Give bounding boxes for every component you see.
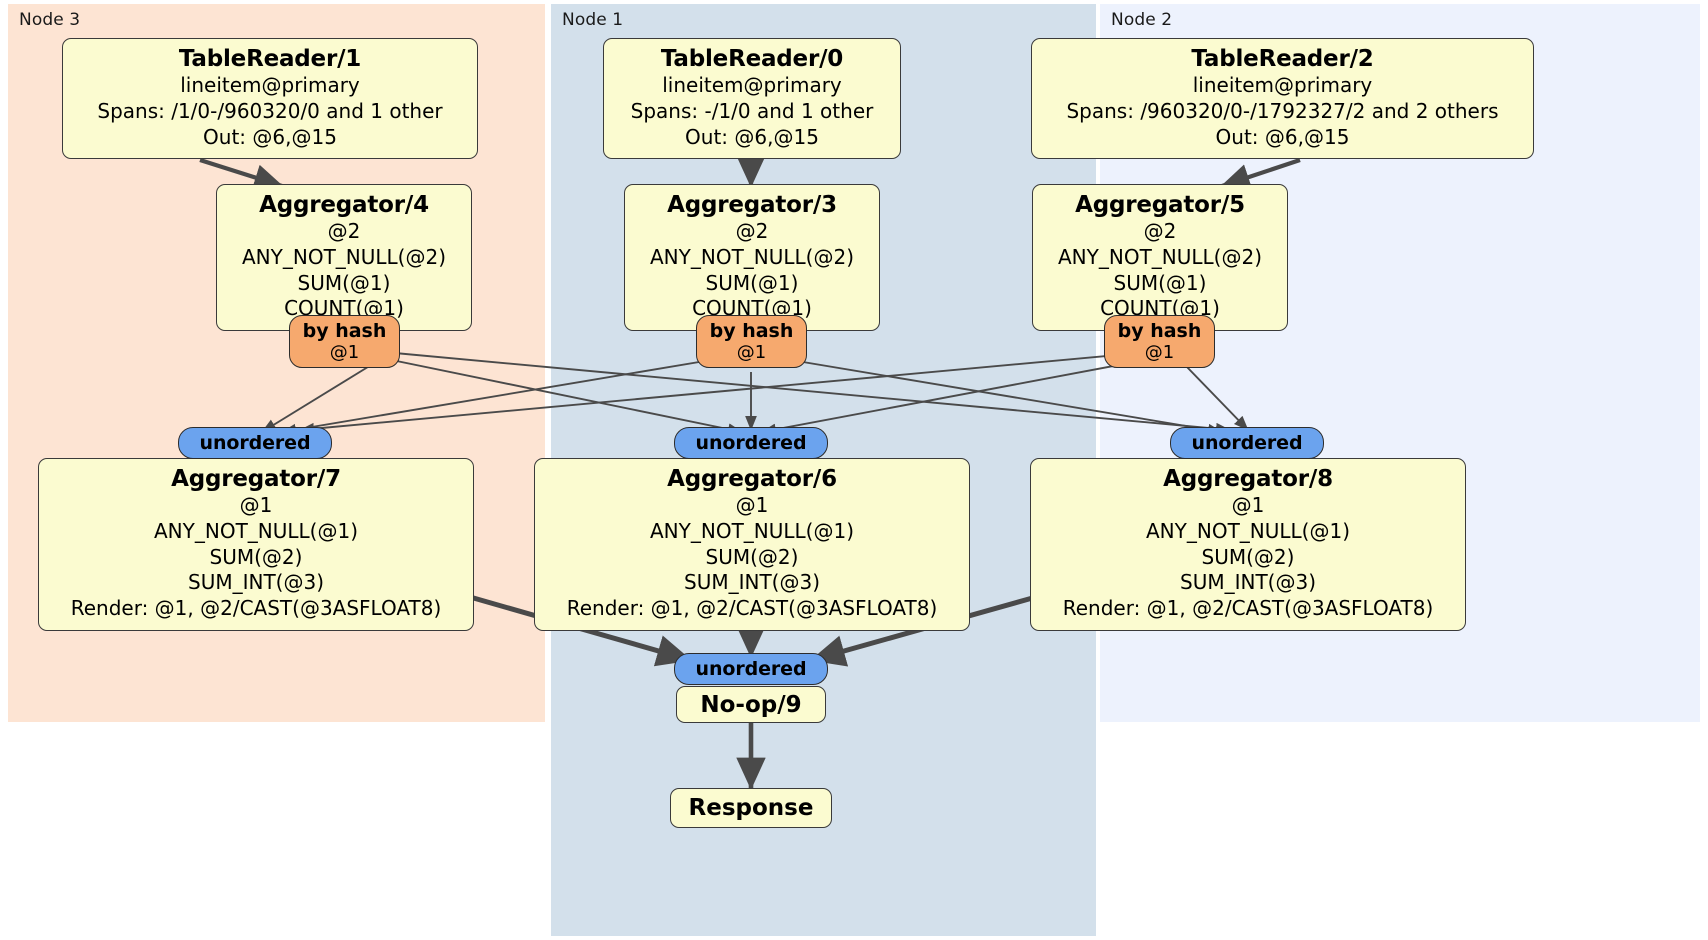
- processor-detail-line: SUM(@1): [1113, 270, 1207, 295]
- synchronizer-label: unordered: [199, 432, 311, 454]
- processor-detail-line: SUM_INT(@3): [684, 570, 820, 595]
- processor-detail-line: Out: @6,@15: [1215, 124, 1350, 149]
- processor-detail-line: lineitem@primary: [1192, 73, 1373, 98]
- processor-render-line: Render: @1, @2/CAST(@3ASFLOAT8): [70, 596, 442, 621]
- processor-detail-line: Spans: /960320/0-/1792327/2 and 2 others: [1066, 98, 1499, 123]
- processor-aggregator-6[interactable]: Aggregator/6 @1 ANY_NOT_NULL(@1) SUM(@2)…: [534, 458, 970, 632]
- processor-title: Aggregator/3: [667, 192, 837, 218]
- synchronizer-label: unordered: [695, 432, 807, 454]
- processor-table-reader-1[interactable]: TableReader/1 lineitem@primary Spans: /1…: [62, 38, 478, 160]
- processor-title: Aggregator/6: [667, 466, 837, 492]
- processor-detail-line: Out: @6,@15: [685, 124, 819, 149]
- processor-detail-line: ANY_NOT_NULL(@1): [154, 518, 358, 543]
- processor-detail-line: SUM(@1): [705, 270, 799, 295]
- processor-table-reader-2[interactable]: TableReader/2 lineitem@primary Spans: /9…: [1031, 38, 1534, 160]
- processor-detail-line: ANY_NOT_NULL(@2): [242, 244, 446, 269]
- output-router-column: @1: [329, 342, 360, 364]
- processor-detail-line: @2: [1143, 219, 1177, 244]
- processor-title: TableReader/2: [1191, 46, 1374, 72]
- processor-detail-line: @1: [239, 493, 273, 518]
- processor-aggregator-8[interactable]: Aggregator/8 @1 ANY_NOT_NULL(@1) SUM(@2)…: [1030, 458, 1466, 632]
- node-panel-label-node3: Node 3: [19, 10, 81, 30]
- node-panel-label-node1: Node 1: [562, 10, 624, 30]
- processor-detail-line: @2: [327, 219, 361, 244]
- processor-no-op-9[interactable]: No-op/9: [676, 686, 826, 723]
- node-panel-label-node2: Node 2: [1111, 10, 1173, 30]
- synchronizer-unordered-center[interactable]: unordered: [674, 427, 828, 459]
- processor-detail-line: ANY_NOT_NULL(@1): [1146, 518, 1350, 543]
- processor-detail-line: @2: [735, 219, 769, 244]
- output-router-label: by hash: [1117, 320, 1202, 342]
- processor-detail-line: SUM(@1): [297, 270, 391, 295]
- processor-title: Aggregator/7: [171, 466, 341, 492]
- processor-aggregator-4[interactable]: Aggregator/4 @2 ANY_NOT_NULL(@2) SUM(@1)…: [216, 184, 472, 332]
- processor-detail-line: lineitem@primary: [662, 73, 842, 98]
- processor-render-line: Render: @1, @2/CAST(@3ASFLOAT8): [1062, 596, 1434, 621]
- processor-detail-line: SUM_INT(@3): [188, 570, 324, 595]
- output-router-hash-left[interactable]: by hash @1: [289, 315, 400, 368]
- synchronizer-unordered-left[interactable]: unordered: [178, 427, 332, 459]
- output-router-label: by hash: [302, 320, 387, 342]
- processor-detail-line: Spans: /1/0-/960320/0 and 1 other: [97, 98, 443, 123]
- processor-render-line: Render: @1, @2/CAST(@3ASFLOAT8): [566, 596, 938, 621]
- processor-title: Aggregator/4: [259, 192, 429, 218]
- processor-detail-line: SUM(@2): [209, 544, 303, 569]
- processor-detail-line: lineitem@primary: [180, 73, 360, 98]
- processor-title: Aggregator/5: [1075, 192, 1245, 218]
- processor-title: TableReader/0: [660, 46, 844, 72]
- processor-detail-line: ANY_NOT_NULL(@2): [1058, 244, 1262, 269]
- synchronizer-label: unordered: [1191, 432, 1303, 454]
- output-router-column: @1: [736, 342, 767, 364]
- processor-aggregator-7[interactable]: Aggregator/7 @1 ANY_NOT_NULL(@1) SUM(@2)…: [38, 458, 474, 632]
- output-router-label: by hash: [709, 320, 794, 342]
- processor-detail-line: @1: [735, 493, 769, 518]
- synchronizer-unordered-final[interactable]: unordered: [674, 653, 828, 685]
- processor-detail-line: @1: [1231, 493, 1265, 518]
- synchronizer-unordered-right[interactable]: unordered: [1170, 427, 1324, 459]
- processor-detail-line: Spans: -/1/0 and 1 other: [630, 98, 874, 123]
- processor-response[interactable]: Response: [670, 788, 832, 828]
- processor-table-reader-0[interactable]: TableReader/0 lineitem@primary Spans: -/…: [603, 38, 901, 160]
- output-router-column: @1: [1144, 342, 1175, 364]
- processor-detail-line: SUM(@2): [705, 544, 799, 569]
- processor-aggregator-3[interactable]: Aggregator/3 @2 ANY_NOT_NULL(@2) SUM(@1)…: [624, 184, 880, 332]
- processor-detail-line: Out: @6,@15: [203, 124, 337, 149]
- processor-title: TableReader/1: [178, 46, 362, 72]
- processor-detail-line: ANY_NOT_NULL(@1): [650, 518, 854, 543]
- processor-detail-line: SUM(@2): [1201, 544, 1295, 569]
- processor-aggregator-5[interactable]: Aggregator/5 @2 ANY_NOT_NULL(@2) SUM(@1)…: [1032, 184, 1288, 332]
- processor-detail-line: ANY_NOT_NULL(@2): [650, 244, 854, 269]
- synchronizer-label: unordered: [695, 658, 807, 680]
- processor-title: Aggregator/8: [1163, 466, 1333, 492]
- processor-detail-line: SUM_INT(@3): [1180, 570, 1316, 595]
- output-router-hash-right[interactable]: by hash @1: [1104, 315, 1215, 368]
- output-router-hash-center[interactable]: by hash @1: [696, 315, 807, 368]
